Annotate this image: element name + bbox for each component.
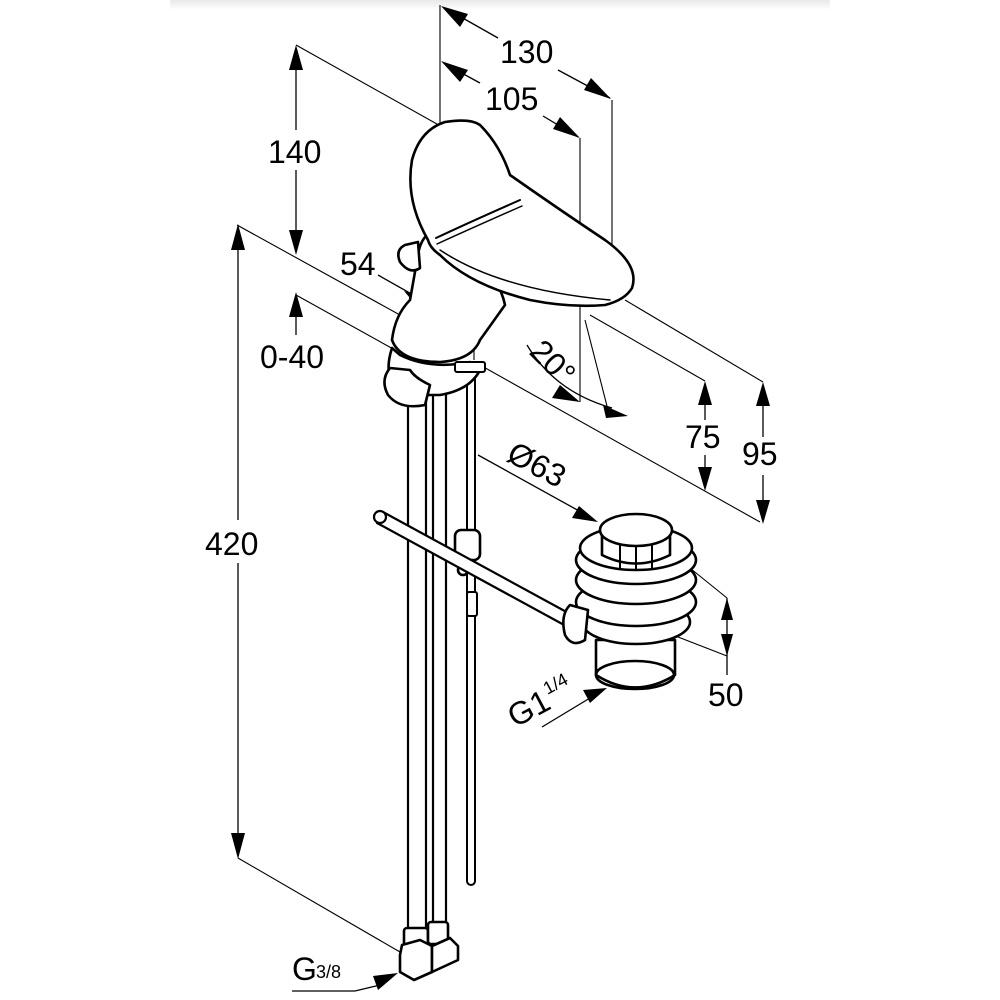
dim-label-50: 50 [708,677,744,713]
hose-connectors [398,920,460,982]
arrow-head [583,688,607,703]
pop-up-waste [562,512,698,691]
arrow-head [756,382,770,406]
arrow-head [721,598,733,620]
arrow-head [289,230,303,255]
waste-plug [598,512,674,548]
arrow-head [552,385,580,402]
deck-bottom-line [295,294,396,351]
top-gradient-band [170,0,830,10]
arrow-head [698,467,712,491]
supply-thread-main: G [292,951,317,987]
arrow-head [289,292,303,317]
arrow-head [756,500,770,524]
arrow-head [584,78,611,99]
mounting-bracket [383,361,486,408]
dimension-0-40: 0-40 [260,292,324,375]
waste-clamp [562,603,590,645]
thread-label-g1-1-4: G1 1/4 [501,669,607,734]
dimension-50: 50 [659,559,744,713]
dim-label-420: 420 [205,526,258,562]
handle-lever [409,119,635,308]
thread-label-g3-8: G 3/8 [292,951,398,992]
arrow-head [231,833,245,859]
arrow-head [231,224,245,250]
arrow-head [721,634,733,656]
dim-label-130: 130 [500,34,553,70]
hex-nut [430,936,460,974]
arrow-head [553,117,580,138]
dimension-75: 75 [589,314,721,491]
dim-label-20-degrees: 20° [523,332,583,392]
hex-nut [398,938,434,982]
dim-label-54: 54 [340,246,376,282]
arrow-head [373,973,398,990]
side-lever [397,240,422,272]
dimension-420: 420 [205,224,401,953]
arrow-head [572,506,598,522]
dim-label-95: 95 [742,436,778,472]
dimension-140: 140 [268,44,445,255]
deck-extension-line [479,364,761,523]
basin-mixer [387,119,635,397]
dimension-95: 95 [624,299,778,524]
dim-label-140: 140 [268,134,321,170]
dim-label-105: 105 [485,81,538,117]
pull-rod [453,364,482,886]
arrow-head [441,61,468,82]
supply-hoses [406,378,448,937]
arrow-head [289,45,303,70]
dim-label-0-40: 0-40 [260,339,324,375]
dim-label-diameter-63: Ø63 [502,434,572,494]
dimension-20-degrees: 20° [523,319,628,418]
arrow-head [603,405,628,418]
deck-top-line [236,224,401,316]
arrow-head [441,6,468,27]
supply-thread-fraction: 3/8 [316,962,341,982]
dim-label-75: 75 [685,419,721,455]
arrow-head [698,381,712,405]
dimension-diameter-63: Ø63 [477,434,598,522]
